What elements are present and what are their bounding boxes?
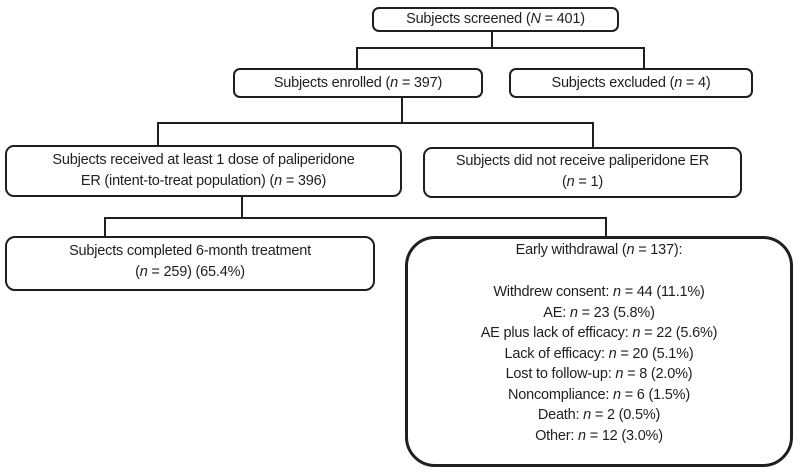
text-line: AE: n = 23 (5.8%) (543, 304, 655, 321)
connector-enrolled-down (401, 97, 403, 124)
box-subjects-excluded: Subjects excluded (n = 4) (509, 68, 753, 98)
box-did-not-receive: Subjects did not receive paliperidone ER… (423, 147, 742, 198)
connector-to-itt (157, 122, 159, 145)
box-early-withdrawal: Early withdrawal (n = 137): Withdrew con… (405, 236, 793, 467)
text-line: ER (intent-to-treat population) (n = 396… (80, 173, 327, 189)
text-line: Subjects screened (N = 401) (406, 11, 585, 27)
connector-to-enrolled (356, 47, 358, 68)
box-subjects-screened: Subjects screened (N = 401) (372, 7, 619, 32)
text-line: Lack of efficacy: n = 20 (5.1%) (504, 345, 694, 362)
text-line: Subjects received at least 1 dose of pal… (52, 152, 355, 168)
early-withdrawal-title: Early withdrawal (n = 137): (515, 242, 683, 258)
connector-screened-down (491, 31, 493, 49)
text-line: Withdrew consent: n = 44 (11.1%) (493, 284, 705, 300)
text-line: Other: n = 12 (3.0%) (535, 427, 663, 444)
text-line: Subjects excluded (n = 4) (551, 74, 711, 91)
text-line: Subjects completed 6-month treatment (69, 243, 311, 259)
early-withdrawal-reason-list: Withdrew consent: n = 44 (11.1%) AE: n = … (481, 282, 718, 446)
text-line: Subjects enrolled (n = 397) (273, 74, 443, 91)
text-line: AE plus lack of efficacy: n = 22 (5.6%) (480, 325, 718, 341)
text-line: Lost to follow-up: n = 8 (2.0%) (505, 366, 693, 382)
box-intent-to-treat: Subjects received at least 1 dose of pal… (5, 145, 402, 197)
connector-to-excluded (643, 47, 645, 68)
connector-level3-horizontal (104, 217, 607, 219)
box-completed-treatment: Subjects completed 6-month treatment (n =… (5, 236, 375, 291)
box-subjects-enrolled: Subjects enrolled (n = 397) (233, 68, 483, 98)
text-line: Death: n = 2 (0.5%) (537, 407, 661, 423)
text-line: Subjects did not receive paliperidone ER (455, 153, 710, 169)
connector-to-completed (104, 217, 106, 236)
connector-to-early-withdrawal (605, 217, 607, 236)
text-line: (n = 259) (65.4%) (135, 264, 245, 280)
connector-level1-horizontal (356, 47, 645, 49)
text-line: (n = 1) (562, 174, 603, 190)
connector-level2-horizontal (157, 122, 594, 124)
text-line: Noncompliance: n = 6 (1.5%) (507, 386, 690, 403)
connector-itt-down (241, 196, 243, 219)
connector-to-not-received (592, 122, 594, 147)
